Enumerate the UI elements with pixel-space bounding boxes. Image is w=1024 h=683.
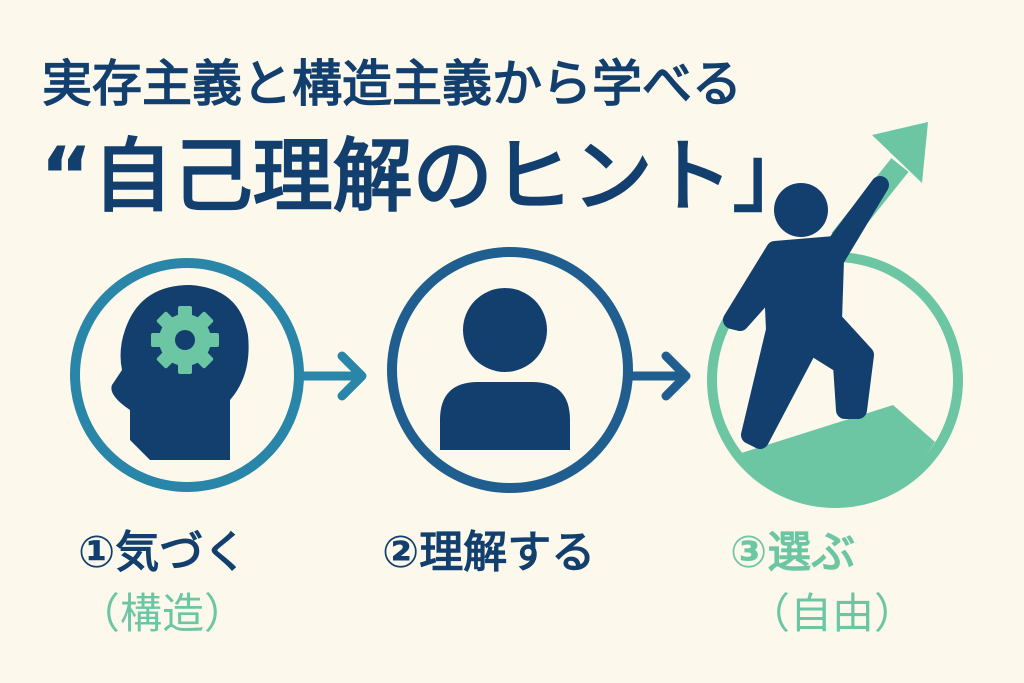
step-2-label: ②理解する <box>382 527 596 578</box>
arrow-right-icon <box>297 351 367 401</box>
step-2-circle <box>387 247 633 493</box>
step-1-sublabel: （構造） <box>78 589 247 638</box>
arrow-right-icon <box>623 351 691 401</box>
step-3-circle <box>707 122 963 508</box>
step-3-label: ③選ぶ <box>730 527 856 578</box>
person-icon <box>440 288 570 450</box>
step-1-label: ①気づく <box>78 527 248 578</box>
head-gear-icon <box>111 285 249 460</box>
title-line-1: 実存主義と構造主義から学べる <box>42 55 742 113</box>
climbing-person-icon <box>723 176 889 449</box>
title-line-2: “自己理解のヒント」 <box>40 130 813 223</box>
mountain-icon <box>735 405 935 503</box>
step-3-sublabel: （自由） <box>748 589 917 638</box>
step-1-circle <box>70 258 304 492</box>
